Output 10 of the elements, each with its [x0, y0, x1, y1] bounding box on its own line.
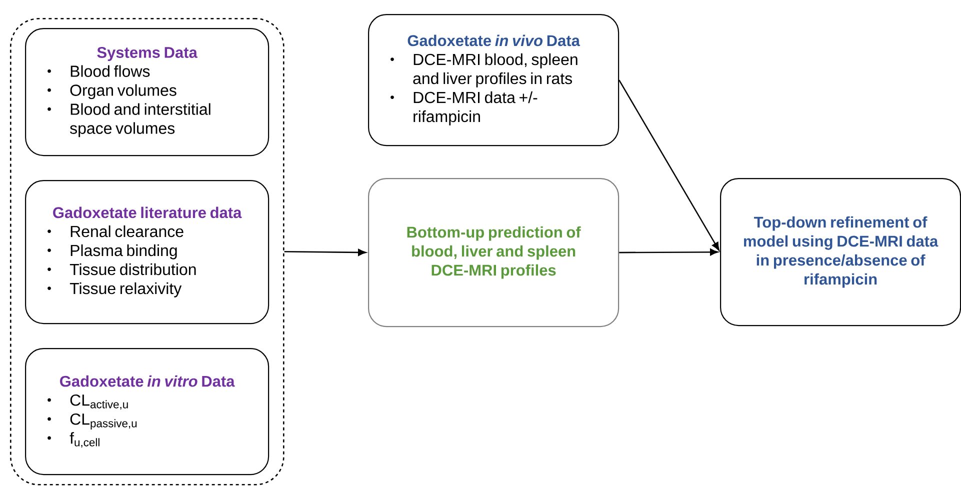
arrow: [284, 248, 366, 256]
arrow: [618, 80, 720, 251]
process-box: Bottom-up prediction of blood, liver and spleen DCE-MRI profiles: [368, 178, 620, 328]
data-box: Systems Data Blood flows Organ volumes Blood and interstitial space volumes: [25, 28, 270, 156]
data-box: Gadoxetate in vitro Data CL$_{active,u}$ CL$_{passive,u}$ f$_{u,cell}$: [25, 348, 270, 476]
data-box: Gadoxetate in vivo Data DCE-MRI blood, spleen and liver profiles in rats DCE-MRI data +/- rifampicin: [368, 14, 620, 146]
arrow: [619, 248, 718, 256]
process-box: Top-down refinement of model using DCE-MRI data in presence/absence of rifampicin: [720, 178, 961, 326]
group-frame: [10, 18, 284, 486]
data-box: Gadoxetate literature data Renal clearance Plasma binding Tissue distribution Tissue relaxivity: [25, 180, 270, 324]
